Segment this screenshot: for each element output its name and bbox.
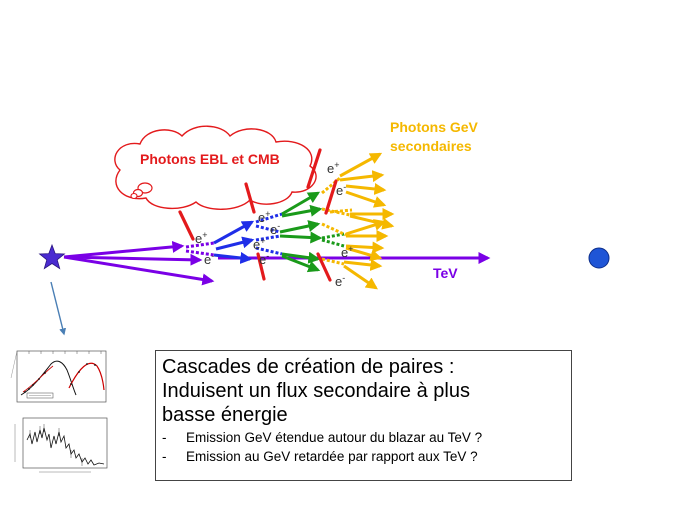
bullet-dash: -	[162, 430, 167, 445]
gev-photons-label-line1: Photons GeV	[390, 119, 478, 135]
plus-sign: +	[348, 244, 354, 254]
gev-photons-label-line2: secondaires	[390, 138, 472, 154]
minus-sign: -	[277, 221, 281, 231]
summary-bullet: - Emission GeV étendue autour du blazar …	[162, 428, 565, 447]
tev-label: TeV	[433, 265, 458, 281]
gev-photons-label: Photons GeV secondaires	[390, 118, 530, 156]
positron-label: e+	[341, 243, 354, 259]
primary-tev-rays	[63, 240, 491, 286]
pair-gen2-dotted	[255, 212, 283, 256]
pair-gen3	[279, 191, 323, 273]
positron-label: e+	[195, 229, 208, 245]
plus-sign: +	[334, 160, 340, 170]
electron-label: e-	[336, 181, 346, 197]
plus-sign: +	[265, 209, 271, 219]
ebl-photon-arrows	[178, 148, 338, 282]
electron-label: e-	[335, 272, 345, 288]
observer-earth-icon	[588, 247, 610, 269]
summary-bullet-list: - Emission GeV étendue autour du blazar …	[162, 428, 565, 466]
plus-sign: +	[260, 236, 266, 246]
plus-sign: +	[202, 230, 208, 240]
secondary-gev-dotted	[321, 176, 353, 266]
positron-label: e+	[253, 235, 266, 251]
summary-heading-line1: Cascades de création de paires :	[162, 356, 455, 378]
minus-sign: -	[266, 251, 270, 261]
summary-heading-line3: basse énergie	[162, 404, 288, 426]
e-letter: e	[270, 222, 278, 237]
e-letter: e	[259, 252, 267, 267]
summary-bullet: - Emission au GeV retardée par rapport a…	[162, 447, 565, 466]
spectrum-thumbnail	[9, 348, 109, 408]
ebl-cloud	[114, 125, 317, 210]
positron-label: e+	[327, 159, 340, 175]
source-to-observations-arrow	[50, 281, 67, 336]
light-curve-thumbnail	[9, 414, 109, 478]
pair-gen3-dotted	[321, 232, 345, 248]
e-letter: e	[253, 237, 261, 252]
blazar-star-icon	[38, 243, 66, 270]
e-letter: e	[327, 161, 335, 176]
summary-bullet-text: Emission au GeV retardée par rapport aux…	[186, 449, 478, 464]
pair-gen2	[213, 220, 255, 264]
summary-heading-line2: Induisent un flux secondaire à plus	[162, 380, 470, 402]
e-letter: e	[336, 183, 344, 198]
minus-sign: -	[342, 273, 346, 283]
secondary-gev-photons	[339, 152, 395, 290]
summary-text-box: Cascades de création de paires : Induise…	[155, 350, 572, 481]
minus-sign: -	[343, 182, 347, 192]
e-letter: e	[195, 231, 203, 246]
ebl-cmb-label: Photons EBL et CMB	[140, 151, 280, 167]
e-letter: e	[335, 274, 343, 289]
electron-label: e-	[259, 250, 269, 266]
positron-label: e+	[258, 208, 271, 224]
e-letter: e	[204, 252, 212, 267]
bullet-dash: -	[162, 449, 167, 464]
e-letter: e	[341, 245, 349, 260]
minus-sign: -	[211, 251, 215, 261]
summary-bullet-text: Emission GeV étendue autour du blazar au…	[186, 430, 483, 445]
electron-label: e-	[204, 250, 214, 266]
e-letter: e	[258, 210, 266, 225]
electron-label: e-	[270, 220, 280, 236]
